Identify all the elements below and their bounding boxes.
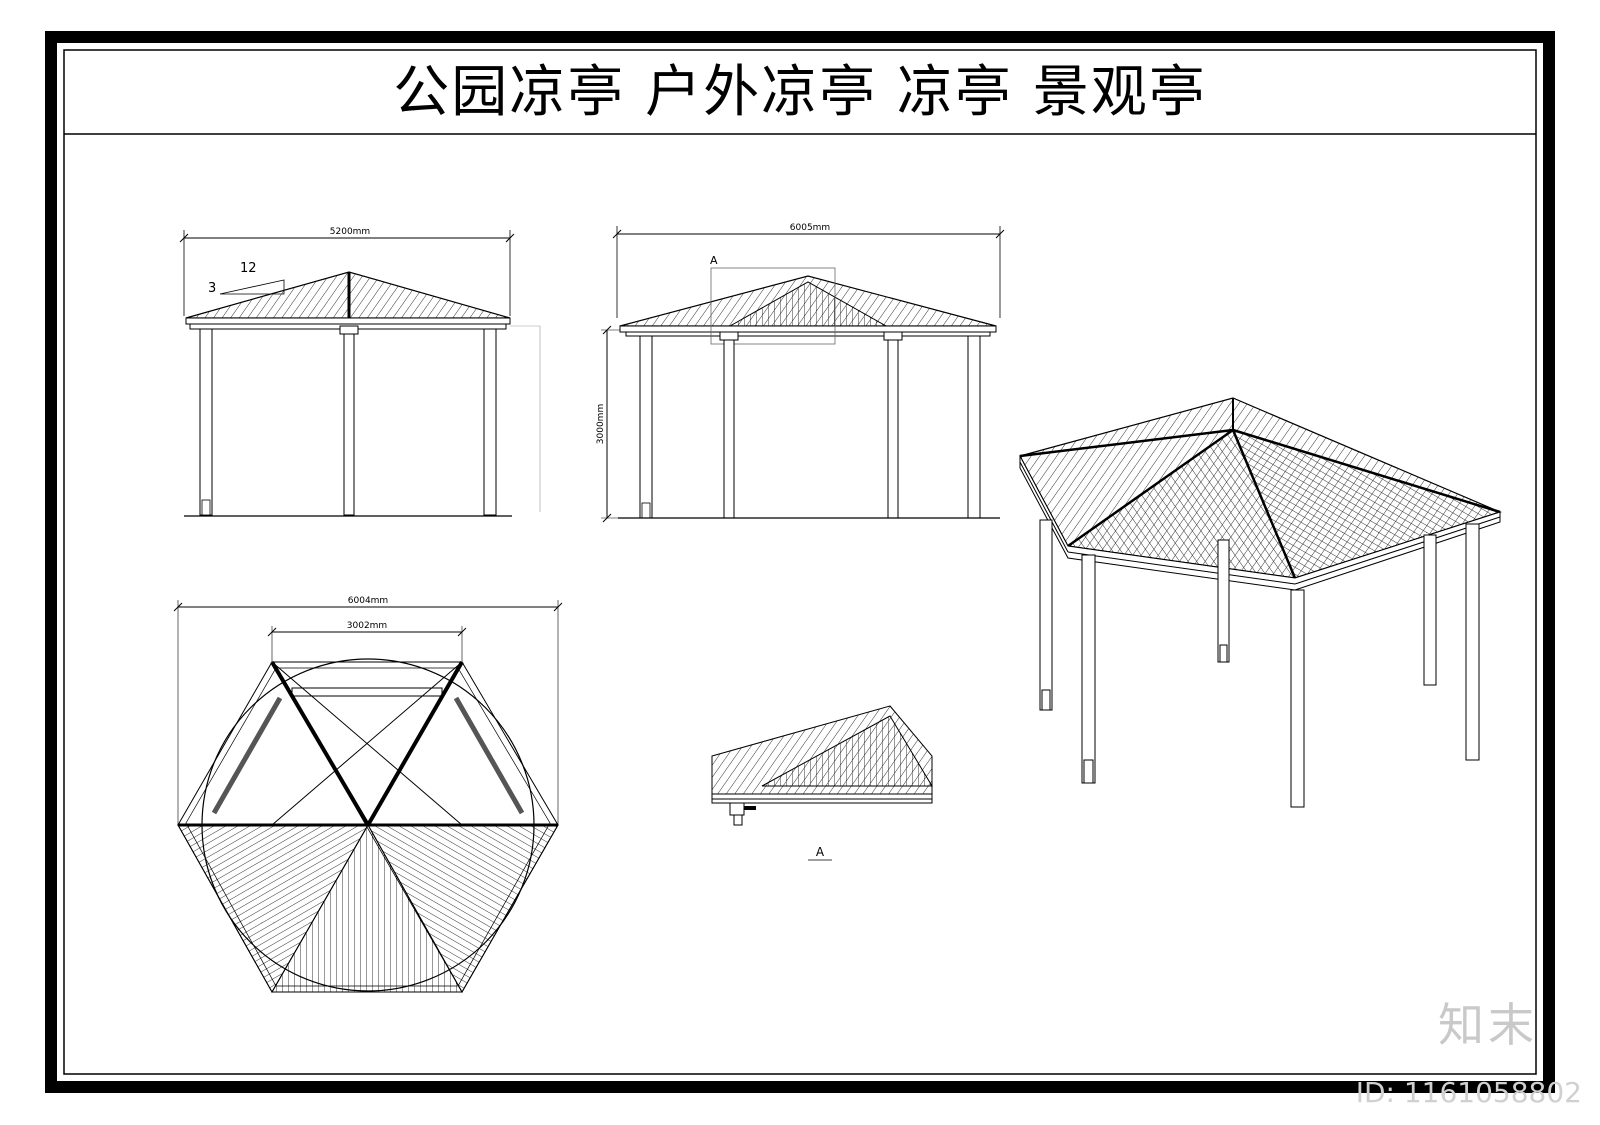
side-columns: [618, 331, 1000, 519]
slope-rise-label: 3: [208, 281, 216, 296]
dimension-plan-outer: 6004mm: [173, 596, 563, 826]
image-id-label: ID: 1161058802: [1355, 1076, 1582, 1109]
dimension-front-width: 5200mm: [179, 227, 515, 316]
perspective-columns: [1039, 519, 1480, 808]
plan-view: 6004mm 3002mm: [173, 596, 563, 994]
dimension-height: 3000mm: [596, 325, 640, 523]
side-roof: [619, 275, 997, 337]
section-marker-label: A: [710, 254, 718, 267]
detail-label: A: [816, 845, 825, 859]
front-columns: [184, 325, 512, 517]
sheet-frame: [45, 31, 1555, 1093]
dimension-plan-inner: 3002mm: [267, 621, 467, 662]
slope-indicator: 12 3: [208, 261, 285, 296]
height-label: 3000mm: [596, 404, 606, 444]
slope-run-label: 12: [240, 261, 257, 276]
front-elevation: 5200mm 12 3: [179, 227, 541, 517]
plan-outer-label: 6004mm: [348, 596, 388, 606]
front-width-label: 5200mm: [330, 227, 370, 237]
side-width-label: 6005mm: [790, 223, 830, 233]
dimension-side-width: 6005mm: [612, 223, 1005, 318]
front-roof: [185, 271, 511, 330]
page-title: 公园凉亭 户外凉亭 凉亭 景观亭: [393, 60, 1207, 125]
brand-watermark: 知末: [1438, 998, 1538, 1052]
perspective-view: [1019, 397, 1502, 808]
side-elevation: 6005mm 3000mm A: [596, 223, 1005, 523]
plan-framing: [177, 658, 559, 993]
detail-a: A: [711, 705, 933, 861]
section-callout-box: A: [710, 254, 836, 345]
plan-inner-label: 3002mm: [347, 621, 387, 631]
